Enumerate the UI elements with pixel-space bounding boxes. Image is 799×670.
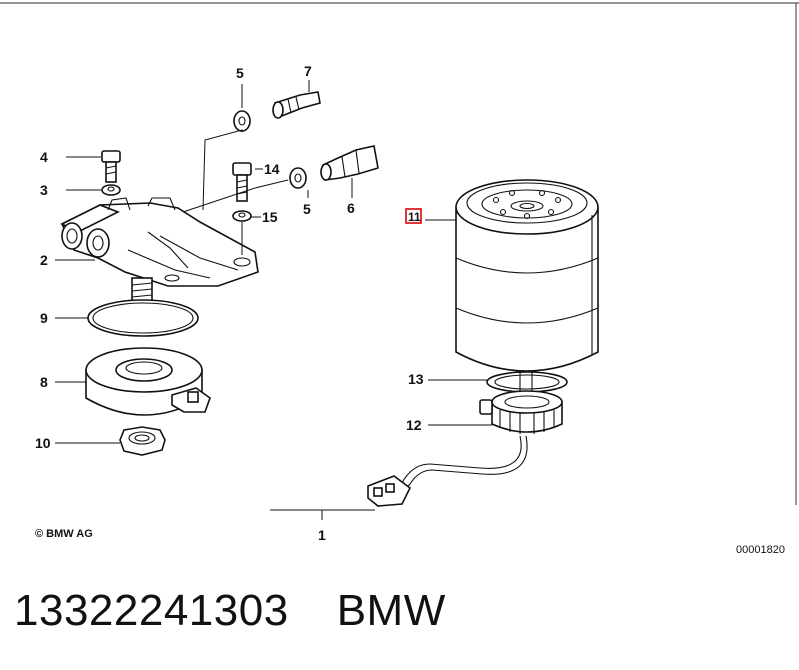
callout-14[interactable]: 14 <box>264 161 280 177</box>
part-9-o-ring[interactable] <box>87 299 199 337</box>
connector-plug[interactable] <box>367 475 412 507</box>
part-caption: 13322241303 BMW <box>14 586 446 636</box>
callout-2[interactable]: 2 <box>40 252 48 268</box>
part-3-washer[interactable] <box>101 184 121 196</box>
brand-name: BMW <box>336 586 446 635</box>
callout-6[interactable]: 6 <box>347 200 355 216</box>
callout-10[interactable]: 10 <box>35 435 51 451</box>
callout-4[interactable]: 4 <box>40 149 48 165</box>
callout-1[interactable]: 1 <box>318 527 326 543</box>
callout-8[interactable]: 8 <box>40 374 48 390</box>
part-5-washer-top[interactable] <box>233 110 251 132</box>
part-15-washer[interactable] <box>232 210 252 222</box>
callout-5-middle[interactable]: 5 <box>303 201 311 217</box>
assembly-line-b <box>182 179 289 213</box>
part-6-temperature-sensor[interactable] <box>320 145 379 181</box>
part-8-heater-ring[interactable] <box>85 347 211 416</box>
part-10-nut[interactable] <box>119 426 166 456</box>
part-5-washer-middle[interactable] <box>289 167 307 189</box>
callout-5-top[interactable]: 5 <box>236 65 244 81</box>
sensor-cable <box>399 435 528 491</box>
part-12-water-sensor[interactable] <box>479 390 563 434</box>
part-4-bolt[interactable] <box>101 150 121 183</box>
part-number: 13322241303 <box>14 586 289 635</box>
callout-9[interactable]: 9 <box>40 310 48 326</box>
part-11-fuel-filter[interactable] <box>455 179 599 372</box>
parts-diagram: 5 7 4 3 14 15 5 6 2 9 8 10 13 12 1 11 © … <box>0 2 799 556</box>
part-2-filter-head[interactable] <box>60 197 259 287</box>
callout-15[interactable]: 15 <box>262 209 278 225</box>
callout-13[interactable]: 13 <box>408 371 424 387</box>
part-7-hose-nipple[interactable] <box>272 91 321 119</box>
assembly-line-a <box>202 129 243 211</box>
callout-12[interactable]: 12 <box>406 417 422 433</box>
highlight-box <box>405 208 422 224</box>
copyright-label: © BMW AG <box>35 528 93 540</box>
diagram-id: 00001820 <box>736 544 785 556</box>
part-13-seal-ring[interactable] <box>486 371 568 393</box>
callout-11[interactable]: 11 <box>408 210 421 224</box>
callout-7[interactable]: 7 <box>304 63 312 79</box>
part-14-bolt[interactable] <box>232 162 252 202</box>
callout-3[interactable]: 3 <box>40 182 48 198</box>
